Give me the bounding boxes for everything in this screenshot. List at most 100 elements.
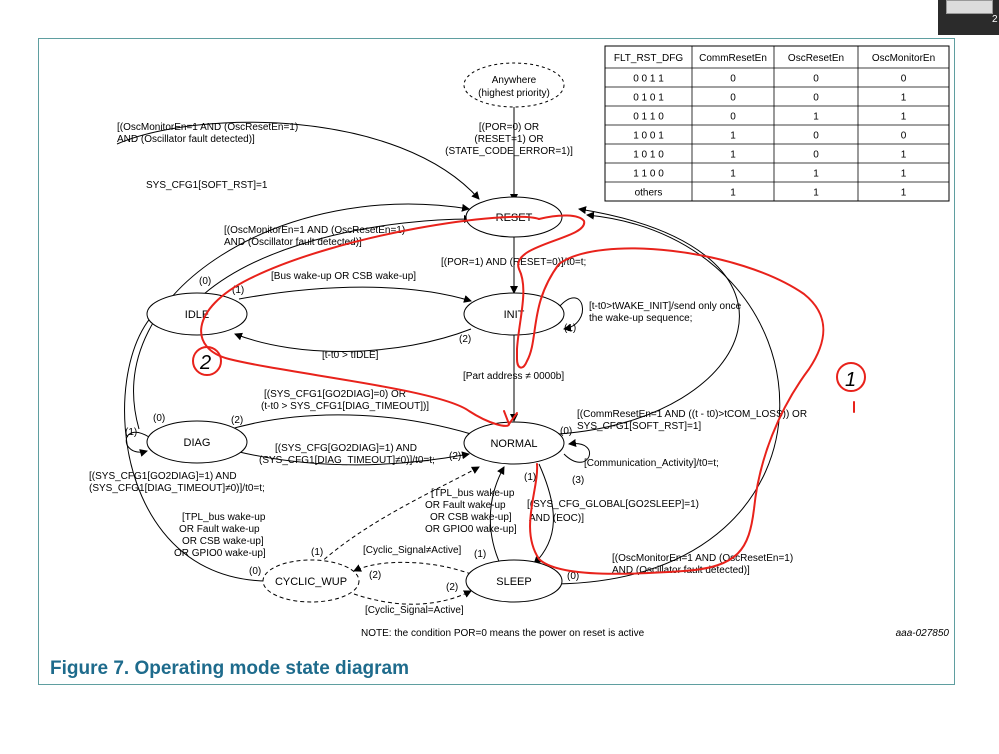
state-sleep-label: SLEEP xyxy=(496,576,531,588)
note-text: NOTE: the condition POR=0 means the powe… xyxy=(361,628,645,639)
label-tpl-2: OR Fault wake-up xyxy=(425,500,506,511)
state-diag: DIAG xyxy=(146,420,248,464)
label-comm-reset-1: [(CommResetEn=1 AND ((t - t0)>tCOM_LOSS)… xyxy=(577,409,807,420)
edge-osc-fault-reset xyxy=(116,121,480,200)
edge-init-idle xyxy=(234,328,472,352)
edge-init-self xyxy=(558,297,583,332)
annotation-number-1: 1 xyxy=(845,369,856,391)
table-cell: 1 xyxy=(901,169,907,180)
prio-normal-1: (1) xyxy=(524,472,536,483)
label-diag-self-1: [(SYS_CFG1[GO2DIAG]=1) AND xyxy=(89,471,237,482)
transition-labels: [(POR=0) OR (RESET=1) OR (STATE_CODE_ERR… xyxy=(89,122,949,639)
edge-idle-init xyxy=(238,286,472,303)
label-comm-reset-2: SYS_CFG1[SOFT_RST]=1] xyxy=(577,421,701,432)
prio-diag-2: (2) xyxy=(231,415,243,426)
figure-caption: Figure 7. Operating mode state diagram xyxy=(50,658,409,679)
annotation-number-2: 2 xyxy=(199,352,211,374)
table-cell: 0 xyxy=(901,74,907,85)
table-cell: 1 xyxy=(901,150,907,161)
table-cell: 1 xyxy=(730,188,736,199)
edge-sleep-reset xyxy=(556,211,781,585)
label-wake-init-1: [t-t0>tWAKE_INIT]/send only once xyxy=(589,301,742,312)
table-cell: 0 xyxy=(730,74,736,85)
prio-diag-1: (1) xyxy=(125,427,137,438)
edge-normal-sleep xyxy=(533,463,554,565)
edge-normal-self xyxy=(563,439,590,463)
state-anywhere: Anywhere (highest priority) xyxy=(463,62,565,108)
edge-sleep-cyclic xyxy=(353,561,472,575)
label-cyc-active: [Cyclic_Signal=Active] xyxy=(365,605,464,616)
table-cell: 0 xyxy=(730,93,736,104)
table-cell: 0 xyxy=(813,150,819,161)
label-go2diag1-1: [(SYS_CFG[GO2DIAG]=1) AND xyxy=(275,443,417,454)
table-cell: 1 xyxy=(813,188,819,199)
table-cell: 0 xyxy=(813,74,819,85)
label-por-1: [(POR=0) OR xyxy=(479,122,539,133)
table-cell: 0 1 0 1 xyxy=(633,93,664,104)
state-init: INIT xyxy=(463,292,565,336)
taskbar-thumbnail: 2 xyxy=(938,0,999,35)
state-sleep: SLEEP xyxy=(465,559,563,603)
prio-sleep-2: (2) xyxy=(446,582,458,593)
label-cyc-not-active: [Cyclic_Signal≠Active] xyxy=(363,545,462,556)
prio-sleep-1: (1) xyxy=(474,549,486,560)
table-cell: 1 xyxy=(730,131,736,142)
label-soft-rst: SYS_CFG1[SOFT_RST]=1 xyxy=(146,180,268,191)
edge-normal-diag xyxy=(223,414,472,435)
prio-sleep-0: (0) xyxy=(567,571,579,582)
thumbnail-preview xyxy=(946,0,993,14)
state-normal: NORMAL xyxy=(463,421,565,465)
table-header-cell: OscResetEn xyxy=(788,53,844,64)
table-cell: 0 xyxy=(813,93,819,104)
label-t-idle: [t-t0 > tIDLE] xyxy=(322,350,379,361)
prio-idle-0: (0) xyxy=(199,276,211,287)
table-cell: 0 xyxy=(901,131,907,142)
state-idle: IDLE xyxy=(146,292,248,336)
label-tpl-3: OR CSB wake-up] xyxy=(430,512,512,523)
label-go2diag0-2: (t-t0 > SYS_CFG1[DIAG_TIMEOUT])] xyxy=(261,401,429,412)
edge-diag-normal xyxy=(234,450,470,466)
label-cyc-tpl-4: OR GPIO0 wake-up] xyxy=(174,548,266,559)
label-osc-idle-2: AND (Oscillator fault detected)] xyxy=(224,237,362,248)
table-cell: 1 xyxy=(813,112,819,123)
table-cell: 1 xyxy=(901,188,907,199)
label-osc-idle-1: [(OscMonitorEn=1 AND (OscResetEn=1) xyxy=(224,225,405,236)
thumbnail-number: 2 xyxy=(992,14,998,25)
prio-init-2: (2) xyxy=(459,334,471,345)
state-init-label: INIT xyxy=(504,309,525,321)
edge-cyclic-sleep xyxy=(353,590,472,605)
table-cell: 0 xyxy=(813,131,819,142)
annotation-path-1 xyxy=(516,214,825,575)
prio-normal-0: (0) xyxy=(560,426,572,437)
table-cell: 1 1 0 0 xyxy=(633,169,664,180)
label-part-addr: [Part address ≠ 0000b] xyxy=(463,371,564,382)
label-osc-top-2: AND (Oscillator fault detected)] xyxy=(117,134,255,145)
table-header-cell: OscMonitorEn xyxy=(872,53,935,64)
label-diag-self-2: (SYS_CFG1[DIAG_TIMEOUT]≠0)]/t0=t; xyxy=(89,483,265,494)
table-cell: 0 1 1 0 xyxy=(633,112,664,123)
prio-init-1: (1) xyxy=(564,323,576,334)
annotation-arrow-2 xyxy=(503,410,518,425)
table-cell: 1 xyxy=(730,169,736,180)
state-reset-label: RESET xyxy=(496,212,533,224)
table-cell: 1 0 1 0 xyxy=(633,150,664,161)
label-bus-wake: [Bus wake-up OR CSB wake-up] xyxy=(271,271,416,282)
label-go2diag1-2: (SYS_CFG1[DIAG_TIMEOUT]≠0)]/t0=t; xyxy=(259,455,435,466)
table-cell: 0 xyxy=(730,112,736,123)
label-go2sleep-1: [(SYS_CFG_GLOBAL[GO2SLEEP]=1) xyxy=(527,499,699,510)
annotation-path-2 xyxy=(200,215,540,427)
label-cyc-tpl-1: [TPL_bus wake-up xyxy=(182,512,266,523)
label-go2sleep-2: AND (EOC)] xyxy=(529,513,584,524)
annotation-circle-1 xyxy=(836,362,866,392)
table-header-cell: CommResetEn xyxy=(699,53,767,64)
table-cell: 1 xyxy=(901,93,907,104)
edge-soft-rst-reset xyxy=(133,203,470,430)
state-anywhere-line2: (highest priority) xyxy=(478,88,550,99)
prio-diag-0: (0) xyxy=(153,413,165,424)
label-osc-sleep-1: [(OscMonitorEn=1 AND (OscResetEn=1) xyxy=(612,553,793,564)
figure-id: aaa-027850 xyxy=(896,628,950,639)
prio-idle-1: (1) xyxy=(232,285,244,296)
label-tpl-4: OR GPIO0 wake-up] xyxy=(425,524,517,535)
edge-idle-reset xyxy=(203,215,472,295)
